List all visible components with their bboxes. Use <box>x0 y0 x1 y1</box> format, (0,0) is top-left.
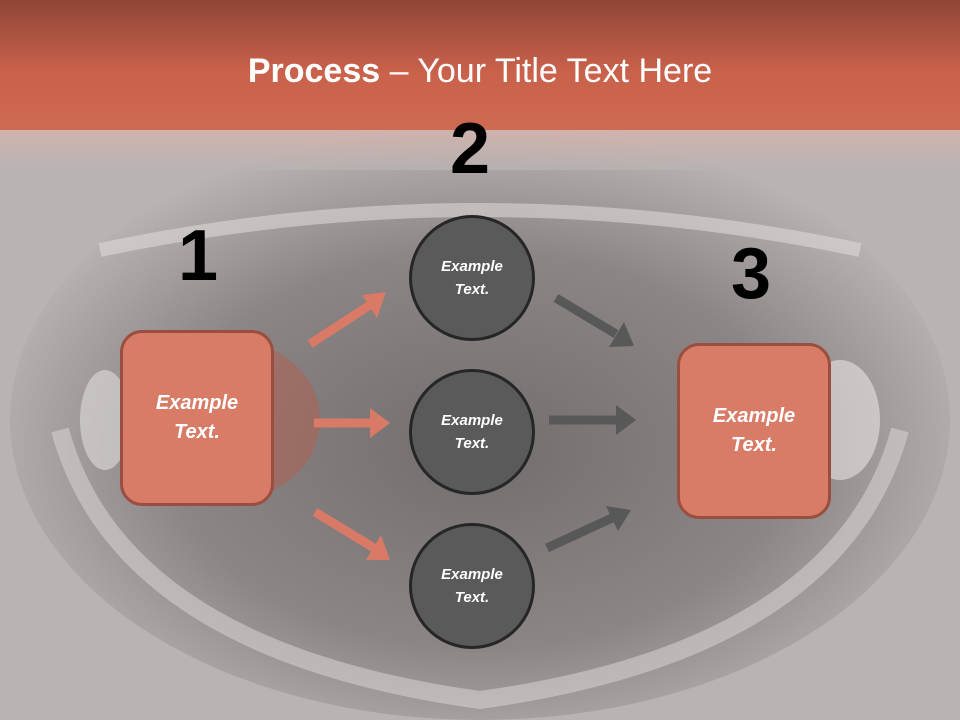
step-number-1: 1 <box>178 216 219 296</box>
left-box-line2: Text. <box>174 421 220 443</box>
left-box-line1: Example <box>155 392 239 414</box>
arrow-from-circle-1-head <box>609 322 634 347</box>
page-title: Process – Your Title Text Here <box>0 52 960 91</box>
arrow-to-circle-1 <box>307 301 373 348</box>
right-box-line1: Example <box>712 405 796 427</box>
circle-3-line2: Text. <box>454 589 490 606</box>
arrow-from-circle-2-head <box>616 405 636 435</box>
circle-1-line2: Text. <box>454 281 490 298</box>
circle-2-line2: Text. <box>454 435 490 452</box>
arrow-to-circle-3-head <box>366 535 390 560</box>
arrow-to-circle-1-head <box>362 292 386 318</box>
arrow-from-circle-3-head <box>606 506 631 531</box>
arrow-to-circle-3 <box>312 508 377 552</box>
arrow-from-circle-3 <box>545 513 614 553</box>
right-box-line2: Text. <box>731 434 777 456</box>
step-number-3: 3 <box>731 234 772 314</box>
circle-1-line1: Example <box>441 258 503 275</box>
title-bold: Process <box>247 52 381 90</box>
circle-3-line1: Example <box>441 566 503 583</box>
step-number-2: 2 <box>450 109 491 189</box>
arrow-to-circle-2-head <box>370 408 390 438</box>
arrow-from-circle-1 <box>553 294 619 338</box>
circle-2-line1: Example <box>441 412 503 429</box>
title-rest: – Your Title Text Here <box>380 52 713 90</box>
